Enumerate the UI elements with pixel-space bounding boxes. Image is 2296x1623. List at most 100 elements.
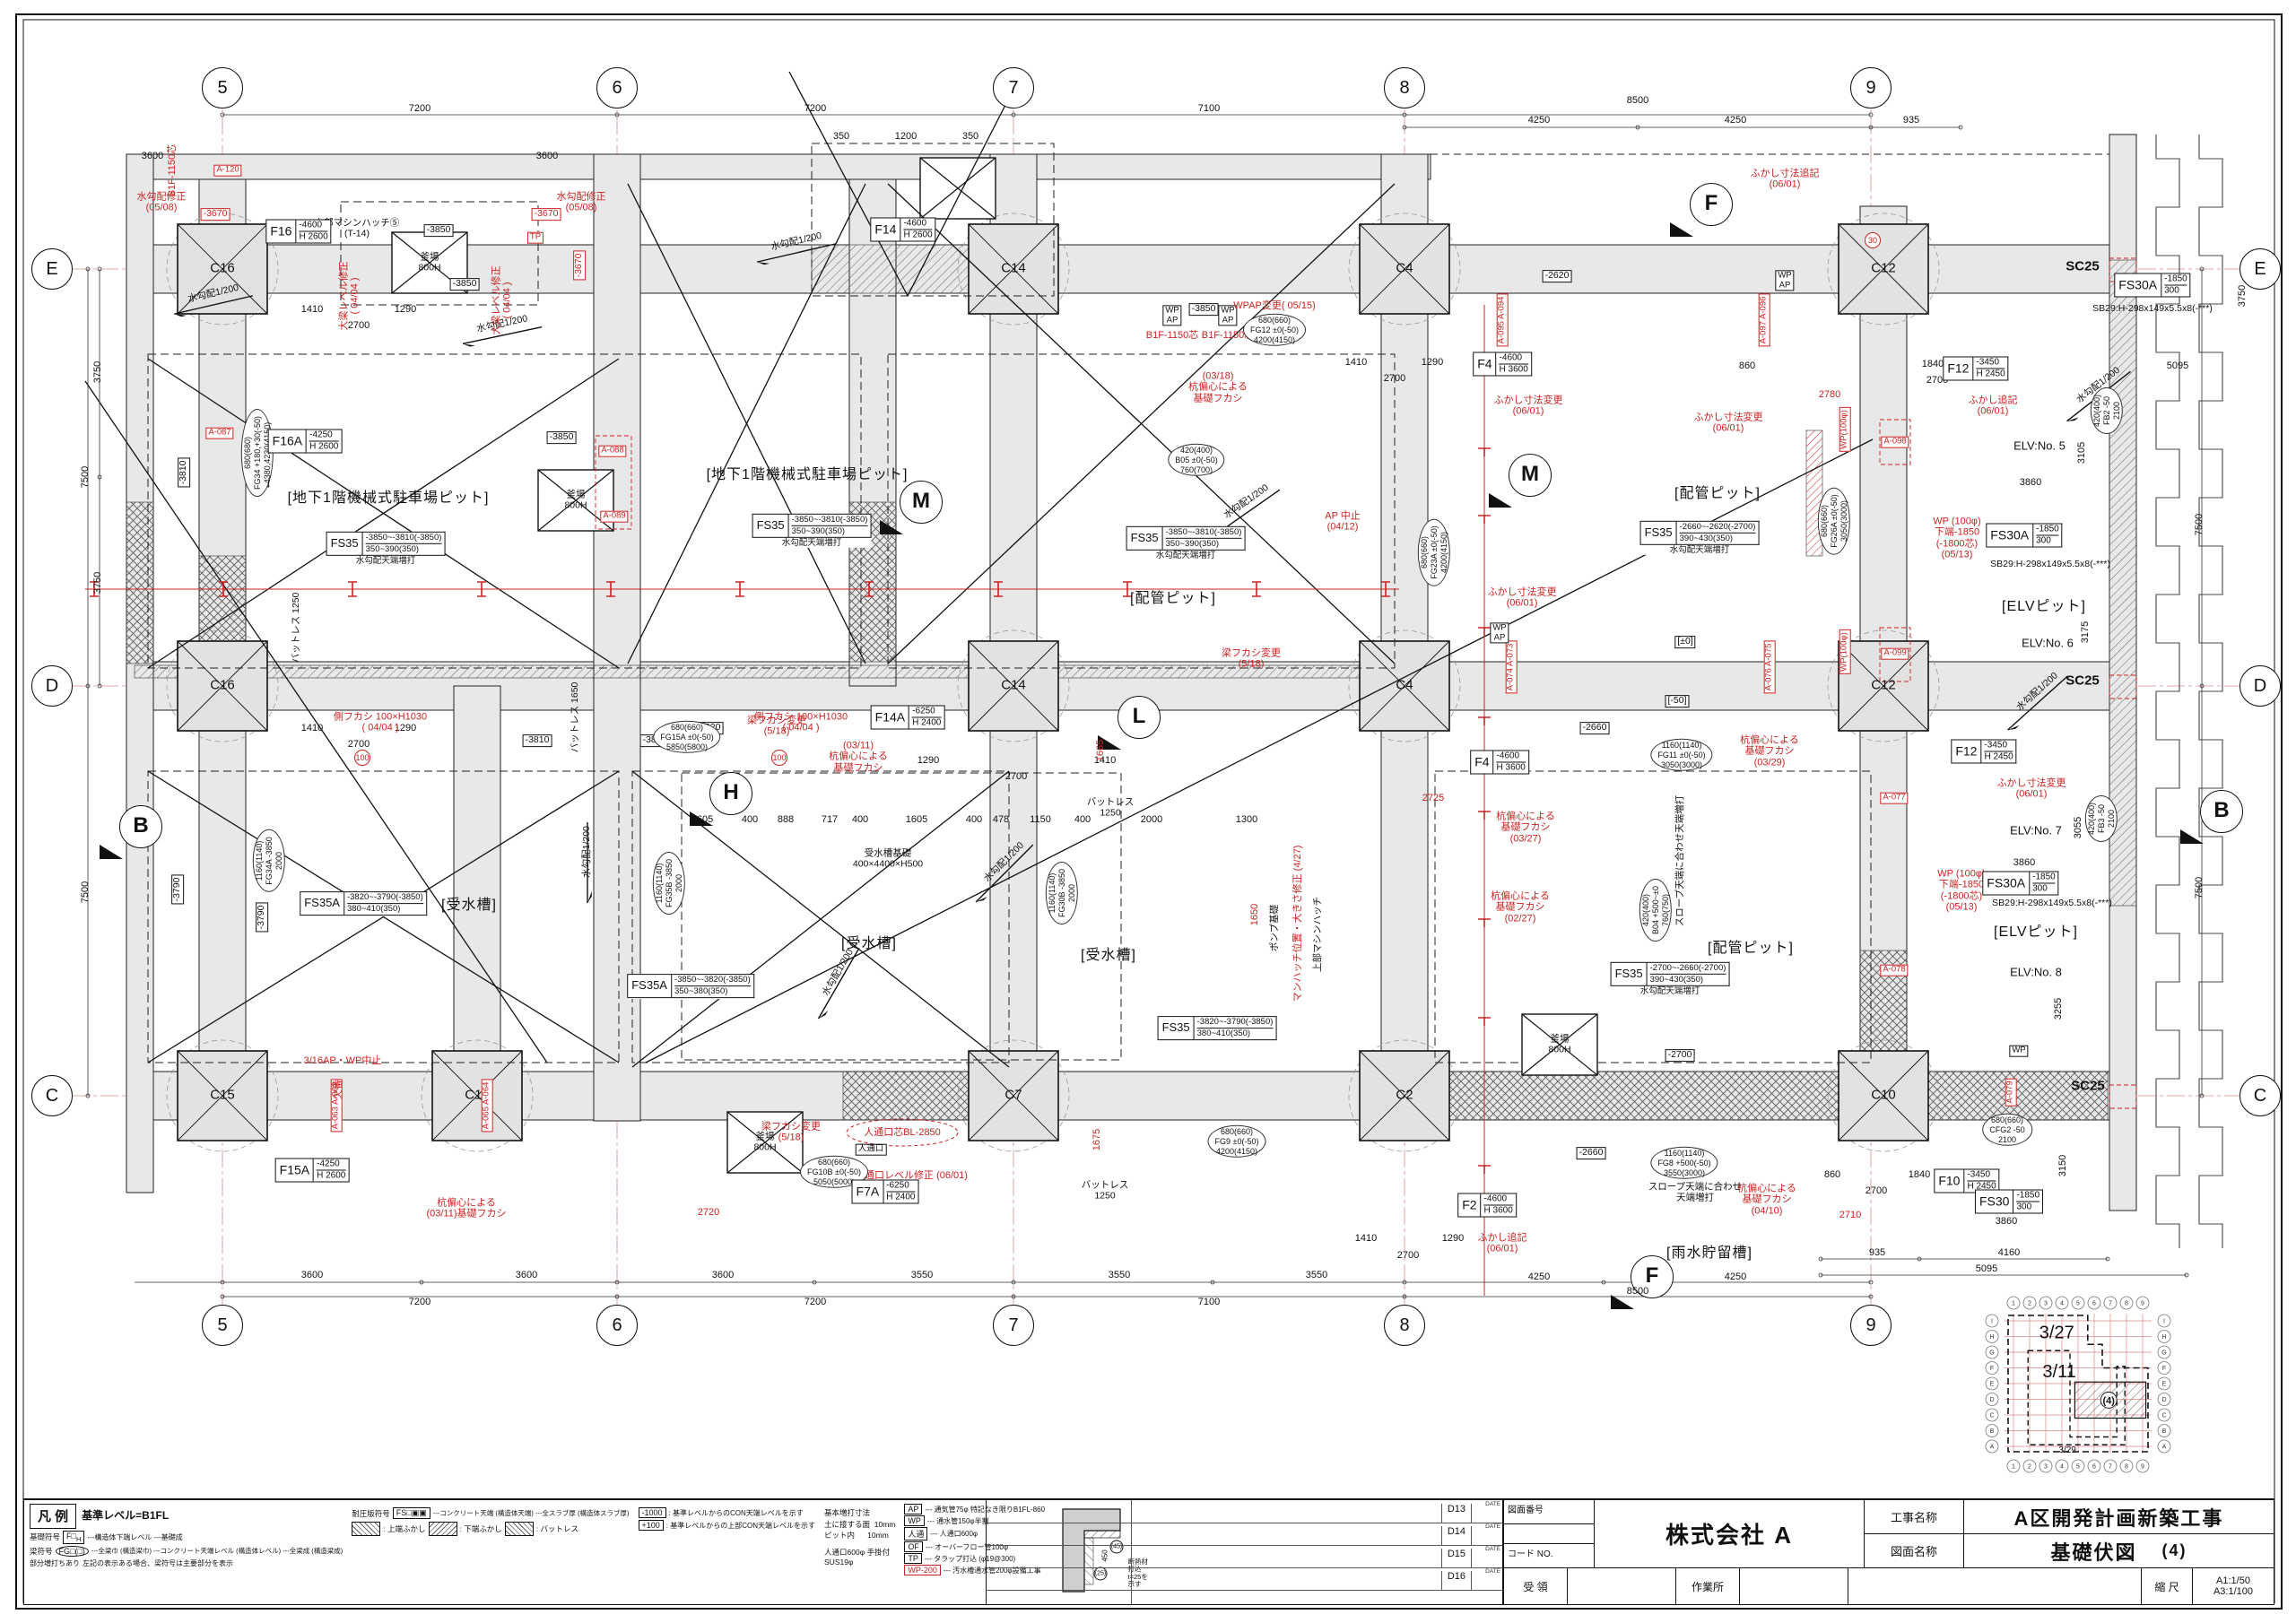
legend-g-notes: ---全梁巾 (構造梁巾) ---コンクリート天端レベル (構造体レベル) --… [91,1547,344,1556]
project-label: 工事名称 [1865,1500,1964,1533]
legend-pipe-code: 人通 [904,1527,928,1541]
svg-text:6: 6 [2092,1464,2096,1471]
legend-g-extra2: 左記の表示ある場合、梁符号は主要部分を表示 [83,1558,233,1567]
legend-fs-notes: ---コンクリート天端 (構造体天端) ---全スラブ厚 (構造体スラブ厚) [432,1509,630,1517]
legend-base-level: 基準レベル=B1FL [82,1509,170,1522]
revision-id: D13 [1440,1504,1472,1523]
revision-id: D16 [1440,1571,1472,1590]
legend-pipe-code: WP-200 [904,1565,941,1575]
svg-text:F: F [1990,1366,1994,1372]
revision-row: D16 DATE [987,1567,1502,1591]
svg-text:D: D [1989,1397,1994,1403]
svg-text:4: 4 [2060,1301,2064,1307]
legend-hatch-sample [504,1522,534,1536]
svg-text:5: 5 [2076,1301,2080,1307]
svg-text:2: 2 [2028,1301,2031,1307]
sheet-number: (4) [2161,1541,2187,1559]
legend-hatch-sample [428,1522,457,1536]
revision-row: D15 DATE [987,1545,1502,1568]
company-name: 株式会社 A [1595,1500,1865,1567]
legend: 凡 例 基準レベル=B1FL 基礎符号 F□H ---構造体下端レベル ---基… [23,1499,1148,1605]
svg-text:G: G [2161,1350,2166,1357]
revision-date-label: DATE [1485,1546,1500,1552]
svg-text:6: 6 [2092,1301,2096,1307]
svg-text:8: 8 [2125,1301,2128,1307]
drawing-label: 図面名称 [1865,1534,1964,1567]
svg-text:9: 9 [2141,1464,2144,1471]
revision-date-label: DATE [1485,1523,1500,1530]
svg-text:A: A [1990,1445,1995,1451]
svg-text:7: 7 [2109,1464,2112,1471]
dwg-no-label: 図面番号 [1504,1500,1594,1524]
svg-text:3/27: 3/27 [2039,1323,2074,1342]
legend-fs-label: 耐圧版符号 [352,1508,390,1518]
svg-text:1: 1 [2012,1464,2015,1471]
svg-text:8: 8 [2125,1464,2128,1471]
legend-g-extra1: 部分増打ちあり [30,1558,80,1567]
scale-a3: A3:1/100 [2213,1586,2254,1597]
legend-hatches: : 上端ふかし : 下端ふかし : バットレス [352,1522,629,1536]
legend-pipe-code: TP [904,1553,922,1564]
legend-f-notes: ---構造体下端レベル ---基礎成 [87,1532,183,1541]
svg-text:F: F [2162,1366,2166,1372]
svg-text:1: 1 [2012,1301,2015,1307]
office-label: 作業所 [1676,1568,1740,1604]
svg-text:9: 9 [2141,1301,2144,1307]
svg-text:3: 3 [2044,1464,2048,1471]
revision-date-label: DATE [1485,1501,1500,1507]
svg-text:B: B [2162,1428,2167,1435]
svg-text:I: I [2163,1319,2165,1325]
svg-text:3: 3 [2044,1301,2048,1307]
svg-text:(4): (4) [2102,1395,2115,1406]
receive-label: 受 領 [1504,1568,1568,1604]
drawing-name: 基礎伏図 [2050,1541,2137,1564]
scale-a1: A1:1/50 [2216,1575,2250,1586]
svg-text:I: I [1991,1319,1993,1325]
svg-text:2: 2 [2028,1464,2031,1471]
code-label: コード NO. [1508,1549,1553,1559]
legend-g-label: 梁符号 [30,1546,53,1556]
legend-pipe-code: AP [904,1504,923,1515]
project-name: A区開発計画新築工事 [2013,1506,2224,1530]
svg-text:D: D [2161,1397,2166,1403]
slab-symbol: FS□▣▣ [392,1507,430,1519]
svg-text:G: G [1989,1350,1994,1357]
svg-text:5: 5 [2076,1464,2080,1471]
legend-manhole: 人通口600φ 手掛付SUS19φ [824,1548,891,1567]
sheet-bottom-strip: 凡 例 基準レベル=B1FL 基礎符号 F□H ---構造体下端レベル ---基… [23,1498,2274,1605]
revision-id: D15 [1440,1549,1472,1567]
svg-text:H: H [2161,1334,2166,1341]
revision-id: D14 [1440,1526,1472,1545]
legend-title: 凡 例 [30,1504,77,1529]
title-block: 図面番号 コード NO. 株式会社 A 工事名称 A区開発計画新築工事 図面名称… [1503,1499,2274,1605]
legend-masu-rows: 土に接する面 10mm ピット内 10mm [824,1520,896,1540]
svg-text:3/11: 3/11 [2042,1362,2075,1382]
legend-levels: -1000: 基準レベルからのCON天端レベルを示す+100: 基準レベルからの… [638,1507,815,1601]
svg-text:3/29: 3/29 [2058,1445,2076,1455]
foundation-symbol: F□H [63,1531,85,1544]
legend-f-label: 基礎符号 [30,1532,61,1542]
revision-date-label: DATE [1485,1568,1500,1575]
svg-text:7: 7 [2109,1301,2112,1307]
svg-text:B: B [1990,1428,1995,1435]
svg-text:4: 4 [2060,1464,2064,1471]
legend-pipe-code: WP [904,1515,925,1526]
svg-text:H: H [1989,1334,1994,1341]
svg-text:C: C [1989,1413,1994,1419]
svg-text:C: C [2161,1413,2166,1419]
legend-masu-label: 基本増打寸法 [824,1508,871,1517]
girder-symbol: FG□(□) [55,1545,89,1557]
svg-text:A: A [2162,1445,2167,1451]
svg-text:E: E [2162,1382,2167,1388]
revision-row: D13 DATE [987,1500,1502,1523]
revision-row: D14 DATE [987,1523,1502,1546]
legend-pipe-code: OF [904,1541,923,1552]
legend-hatch-sample [352,1522,381,1536]
scale-label: 縮 尺 [2142,1568,2193,1604]
